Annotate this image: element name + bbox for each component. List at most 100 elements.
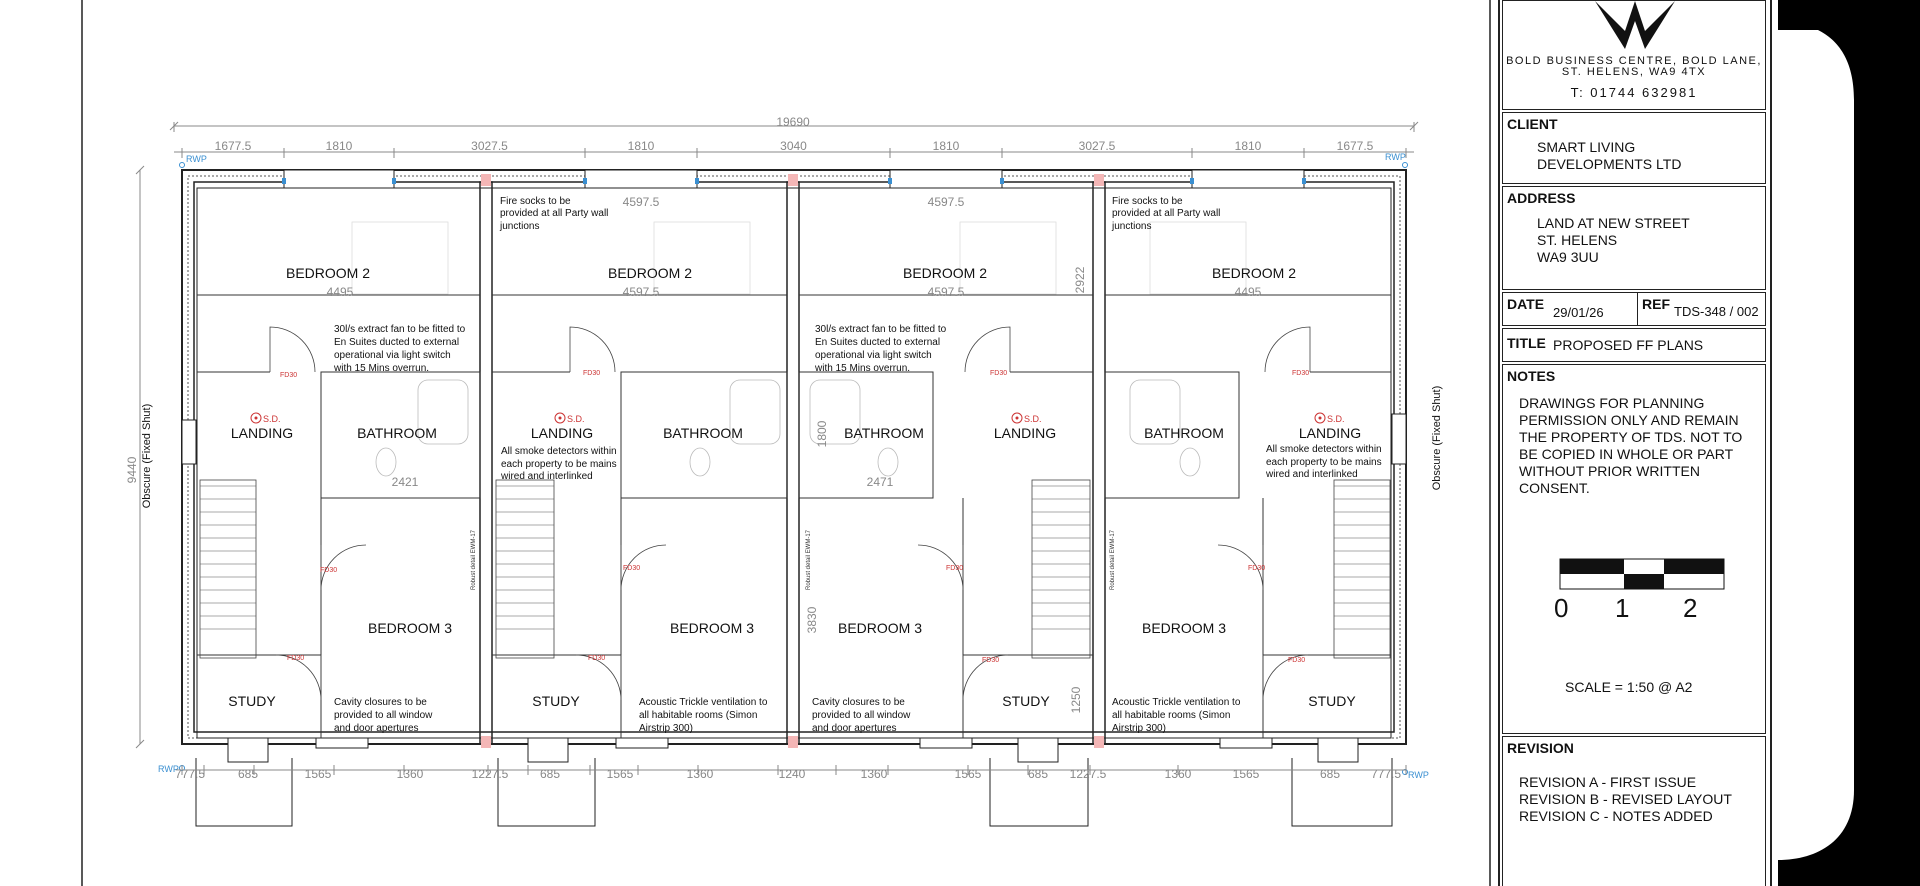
svg-text:FD30: FD30: [280, 372, 297, 379]
bottom-dim-label: 685: [238, 767, 258, 781]
scale-tick-0: 0: [1554, 593, 1569, 623]
sheet-edge: [1778, 0, 1920, 886]
internal-walls: [197, 294, 1391, 738]
svg-text:S.D.: S.D.: [263, 414, 281, 424]
scale-tick-1: 1: [1615, 593, 1630, 623]
company-box: BOLD BUSINESS CENTRE, BOLD LANE, ST. HEL…: [1502, 0, 1766, 110]
overall-dimension-text: 19690: [776, 115, 810, 129]
bottom-dim-label: 1360: [687, 767, 714, 781]
room-bedroom2-4: BEDROOM 2: [1212, 265, 1296, 281]
bottom-dim-label: 1565: [607, 767, 634, 781]
revision-item-b: REVISION B - REVISED LAYOUT: [1519, 791, 1732, 807]
svg-text:FD30: FD30: [1288, 657, 1305, 664]
bottom-dim-label: 1240: [779, 767, 806, 781]
top-dim-label: 3040: [780, 139, 807, 153]
top-dim-label: 1810: [933, 139, 960, 153]
date-value: 29/01/26: [1553, 305, 1604, 320]
svg-text:Cavity closures to be: Cavity closures to be: [334, 697, 427, 708]
room-bedroom2-3: BEDROOM 2: [903, 265, 987, 281]
client-label: CLIENT: [1507, 116, 1558, 132]
room-bedroom3-4: BEDROOM 3: [1142, 620, 1226, 636]
svg-text:2421: 2421: [392, 475, 419, 489]
svg-text:all habitable rooms (Simon: all habitable rooms (Simon: [1112, 710, 1230, 721]
svg-text:each property to be mains: each property to be mains: [1266, 457, 1382, 468]
svg-text:En Suites ducted to external: En Suites ducted to external: [334, 337, 459, 348]
svg-text:FD30: FD30: [320, 567, 337, 574]
room-bathroom-2: BATHROOM: [663, 425, 743, 441]
svg-text:4597.5: 4597.5: [928, 195, 965, 209]
party-wall-markers: [481, 174, 1104, 748]
room-study-2: STUDY: [532, 693, 580, 709]
height-dimension: [135, 165, 145, 749]
svg-text:S.D.: S.D.: [1024, 414, 1042, 424]
title-value: PROPOSED FF PLANS: [1553, 337, 1704, 353]
rear-windows: [227, 737, 1359, 763]
room-bedroom3-2: BEDROOM 3: [670, 620, 754, 636]
svg-text:Fire socks to be: Fire socks to be: [1112, 196, 1183, 207]
room-landing-2: LANDING: [531, 425, 593, 441]
room-landing-3: LANDING: [994, 425, 1056, 441]
room-study-1: STUDY: [228, 693, 276, 709]
bottom-dim-label: 1565: [1233, 767, 1260, 781]
bottom-dim-label: 685: [1028, 767, 1048, 781]
svg-text:Robust detail EWM-17: Robust detail EWM-17: [806, 529, 812, 590]
external-wall: [181, 169, 1407, 745]
svg-text:FD30: FD30: [583, 370, 600, 377]
svg-text:All smoke detectors within: All smoke detectors within: [1266, 444, 1382, 455]
title-box: TITLE PROPOSED FF PLANS: [1502, 328, 1766, 362]
client-box: CLIENT SMART LIVING DEVELOPMENTS LTD: [1502, 112, 1766, 184]
svg-text:4495: 4495: [327, 285, 354, 299]
svg-text:30l/s extract fan to be fitted: 30l/s extract fan to be fitted to: [334, 324, 466, 335]
svg-text:Fire socks to be: Fire socks to be: [500, 196, 571, 207]
svg-text:operational via light switch: operational via light switch: [334, 350, 451, 361]
drawing-notes: Fire socks to be provided at all Party w…: [333, 196, 1382, 734]
room-bedroom3-1: BEDROOM 3: [368, 620, 452, 636]
top-dim-label: 1810: [326, 139, 353, 153]
client-line2: DEVELOPMENTS LTD: [1537, 156, 1682, 172]
bottom-dim-label: 685: [540, 767, 560, 781]
svg-text:2471: 2471: [867, 475, 894, 489]
svg-text:30l/s extract fan to be fitted: 30l/s extract fan to be fitted to: [815, 324, 947, 335]
side-windows: [181, 413, 1407, 465]
date-label: DATE: [1507, 296, 1545, 312]
revision-box: REVISION REVISION A - FIRST ISSUE REVISI…: [1502, 736, 1766, 886]
svg-text:wired and interlinked: wired and interlinked: [1265, 469, 1358, 480]
svg-text:RWP: RWP: [186, 154, 207, 164]
room-study-4: STUDY: [1308, 693, 1356, 709]
svg-text:operational via light switch: operational via light switch: [815, 350, 932, 361]
address-line1: LAND AT NEW STREET: [1537, 215, 1690, 231]
top-dim-label: 3027.5: [471, 139, 508, 153]
top-dim-label: 1677.5: [1337, 139, 1374, 153]
svg-text:RWP: RWP: [1385, 152, 1406, 162]
revision-item-a: REVISION A - FIRST ISSUE: [1519, 774, 1697, 790]
svg-text:junctions: junctions: [1111, 221, 1151, 232]
room-labels: BEDROOM 2 BEDROOM 2 BEDROOM 2 BEDROOM 2 …: [228, 265, 1361, 709]
address-line2: ST. HELENS: [1537, 232, 1618, 248]
doors: [269, 326, 1311, 701]
address-label: ADDRESS: [1507, 190, 1576, 206]
svg-text:4597.5: 4597.5: [928, 285, 965, 299]
room-bedroom3-3: BEDROOM 3: [838, 620, 922, 636]
svg-text:1250: 1250: [1069, 686, 1083, 713]
svg-text:with 15 Mins overrun.: with 15 Mins overrun.: [333, 363, 429, 374]
fire-door-labels: FD30 FD30 FD30 FD30 FD30 FD30 FD30 FD30 …: [280, 370, 1309, 664]
notes-box: NOTES DRAWINGS FOR PLANNING PERMISSION O…: [1502, 364, 1766, 734]
company-logo: [1595, 1, 1675, 49]
smoke-detectors: S.D. S.D. S.D. S.D.: [250, 412, 1345, 424]
svg-text:with 15 Mins overrun.: with 15 Mins overrun.: [814, 363, 910, 374]
overall-dimension: [169, 121, 1419, 132]
obscure-label-right: Obscure (Fixed Shut): [1431, 386, 1443, 491]
svg-text:and door apertures: and door apertures: [812, 723, 897, 734]
internal-dimensions: 4495 4597.5 4597.5 4597.5 4597.5 4495 24…: [327, 195, 1262, 713]
svg-text:all habitable rooms (Simon: all habitable rooms (Simon: [639, 710, 757, 721]
top-dim-label: 1810: [628, 139, 655, 153]
bottom-dim-label: 1227.5: [472, 767, 509, 781]
scale-text: SCALE = 1:50 @ A2: [1565, 679, 1693, 695]
room-bedroom2-2: BEDROOM 2: [608, 265, 692, 281]
svg-text:Robust detail EWM-17: Robust detail EWM-17: [471, 529, 477, 590]
ref-box: REF TDS-348 / 002: [1637, 292, 1766, 326]
obscure-label-left: Obscure (Fixed Shut): [141, 404, 153, 509]
window-cills: [282, 178, 1306, 184]
svg-text:each property to be mains: each property to be mains: [501, 459, 617, 470]
